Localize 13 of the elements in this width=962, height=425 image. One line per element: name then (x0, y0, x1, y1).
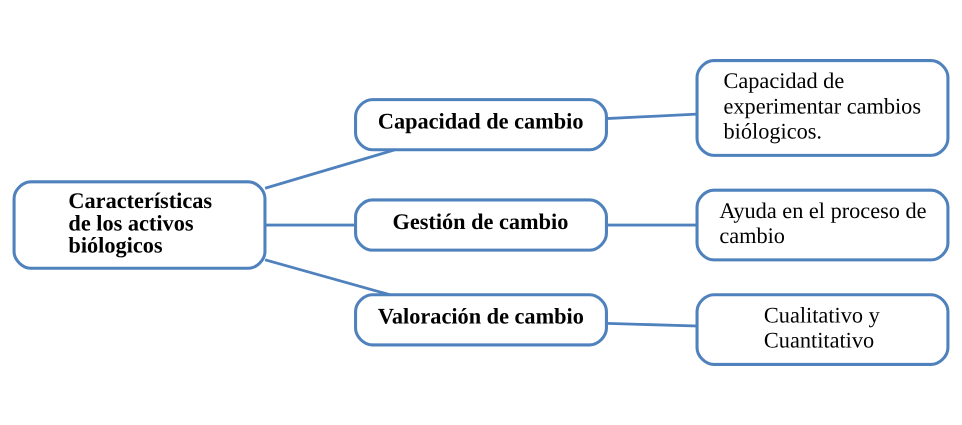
node-box: Capacidad de experimentar cambios biólogicos. (696, 59, 950, 157)
connector (264, 148, 395, 190)
node-box: Capacidad de cambio (354, 98, 608, 152)
node-box: Características de los activos biólogicos (12, 180, 266, 270)
connector (264, 258, 390, 296)
connector (265, 224, 356, 226)
node-box: Cualitativo y Cuantitativo (696, 293, 950, 366)
node-box: Gestión de cambio (354, 198, 608, 252)
connector (606, 322, 697, 328)
node-box: Valoración de cambio (354, 293, 608, 346)
connector (606, 224, 697, 226)
connector (606, 112, 697, 120)
node-box: Ayuda en el proceso de cambio (696, 188, 950, 262)
